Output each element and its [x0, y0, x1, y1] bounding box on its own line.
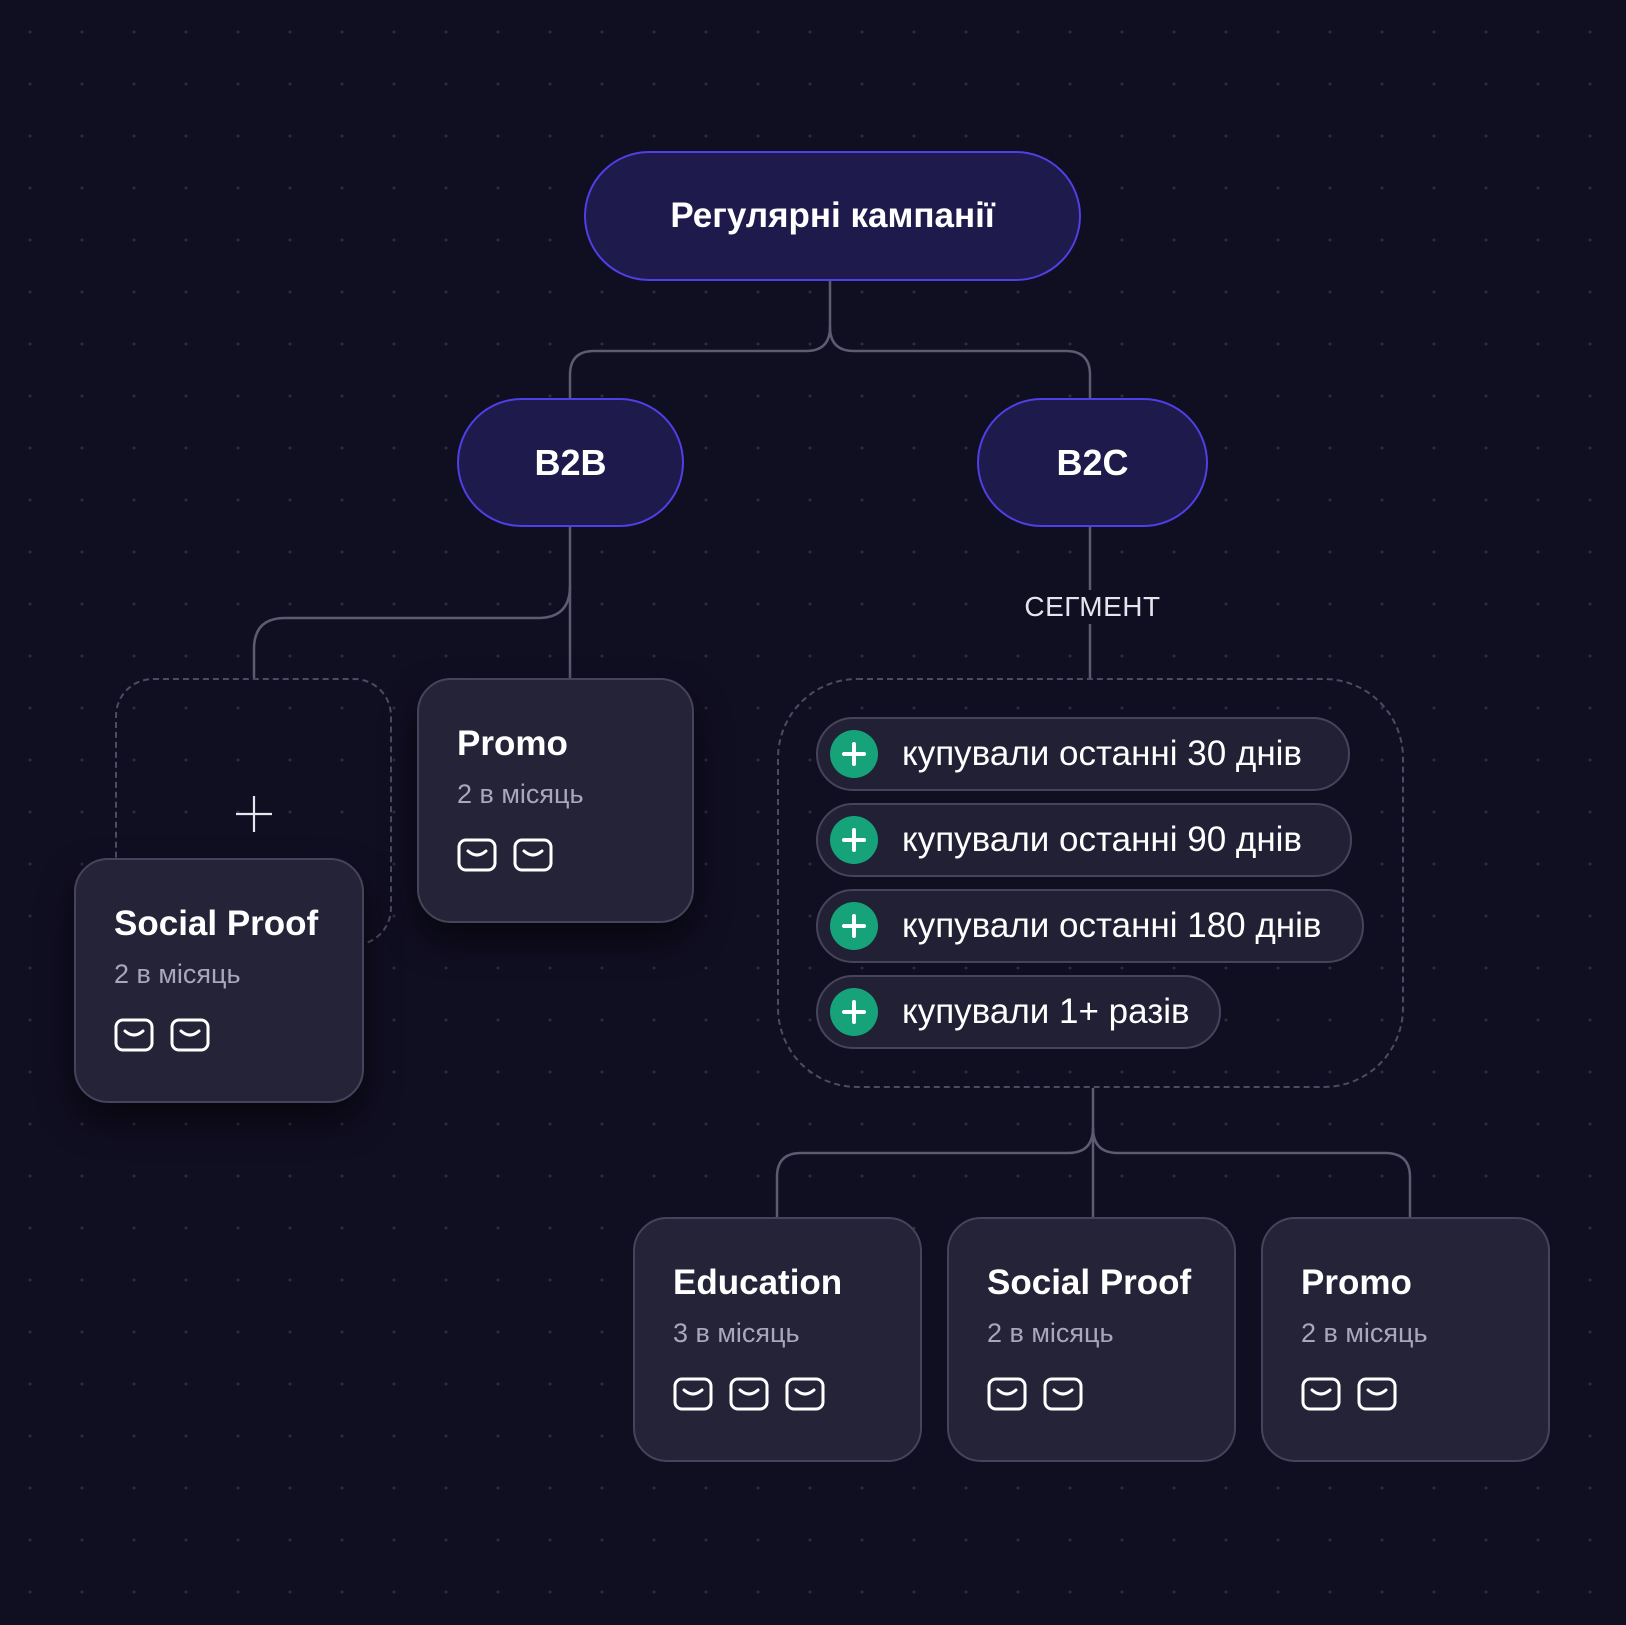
connector-segment-to-education — [775, 1088, 1095, 1217]
segment-group — [777, 678, 1404, 1088]
segment-label-text: купували останні 30 днів — [902, 734, 1303, 773]
card-frequency: 2 в місяць — [1301, 1318, 1428, 1348]
email-icons — [673, 1377, 882, 1411]
envelope-icon — [170, 1018, 210, 1052]
segment-pill[interactable]: купували останні 180 днів — [816, 889, 1364, 963]
email-icons — [1301, 1377, 1510, 1411]
plus-circle-icon[interactable] — [830, 816, 878, 864]
b2c-node[interactable]: B2C — [977, 398, 1208, 527]
envelope-icon — [1301, 1377, 1341, 1411]
plus-circle-icon[interactable] — [830, 988, 878, 1036]
card-frequency: 2 в місяць — [987, 1318, 1114, 1348]
envelope-icon — [673, 1377, 713, 1411]
card-title: Education — [673, 1263, 843, 1302]
card-title: Promo — [1301, 1263, 1412, 1302]
email-icons — [987, 1377, 1196, 1411]
email-icons — [457, 838, 654, 872]
plus-circle-icon[interactable] — [830, 902, 878, 950]
connector-b2b-to-social-proof — [252, 585, 572, 678]
b2c-social-proof-card[interactable]: Social Proof 2 в місяць — [947, 1217, 1236, 1462]
segment-pill[interactable]: купували останні 30 днів — [816, 717, 1350, 791]
card-title: Social Proof — [114, 904, 319, 943]
b2b-node[interactable]: B2B — [457, 398, 684, 527]
email-icons — [114, 1018, 324, 1052]
b2c-node-label: B2C — [1056, 441, 1129, 483]
segment-label-text: купували останні 180 днів — [902, 906, 1322, 945]
envelope-icon — [114, 1018, 154, 1052]
envelope-icon — [1357, 1377, 1397, 1411]
plus-circle-icon[interactable] — [830, 730, 878, 778]
root-node-label: Регулярні кампанії — [670, 196, 995, 235]
card-title: Social Proof — [987, 1263, 1192, 1302]
envelope-icon — [513, 838, 553, 872]
segment-pill[interactable]: купували останні 90 днів — [816, 803, 1352, 877]
card-frequency: 2 в місяць — [457, 779, 584, 809]
b2b-node-label: B2B — [534, 441, 607, 483]
envelope-icon — [457, 838, 497, 872]
envelope-icon — [1043, 1377, 1083, 1411]
b2b-promo-card[interactable]: Promo 2 в місяць — [417, 678, 694, 923]
card-title: Promo — [457, 724, 568, 763]
card-frequency: 2 в місяць — [114, 959, 241, 989]
envelope-icon — [987, 1377, 1027, 1411]
connector-segment-to-promo — [1091, 1127, 1412, 1217]
connector-root-to-b2c — [828, 326, 1092, 398]
segment-pill[interactable]: купували 1+ разів — [816, 975, 1221, 1049]
connector-root-to-b2b — [568, 281, 832, 398]
envelope-icon — [785, 1377, 825, 1411]
segment-label-text: купували 1+ разів — [902, 992, 1190, 1031]
card-frequency: 3 в місяць — [673, 1318, 800, 1348]
segment-label: СЕГМЕНТ — [1000, 590, 1185, 624]
b2c-education-card[interactable]: Education 3 в місяць — [633, 1217, 922, 1462]
plus-icon[interactable] — [234, 794, 274, 834]
root-node[interactable]: Регулярні кампанії — [584, 151, 1081, 281]
segment-label-text: купували останні 90 днів — [902, 820, 1303, 859]
envelope-icon — [729, 1377, 769, 1411]
b2c-promo-card[interactable]: Promo 2 в місяць — [1261, 1217, 1550, 1462]
b2b-social-proof-card[interactable]: Social Proof 2 в місяць — [74, 858, 364, 1103]
